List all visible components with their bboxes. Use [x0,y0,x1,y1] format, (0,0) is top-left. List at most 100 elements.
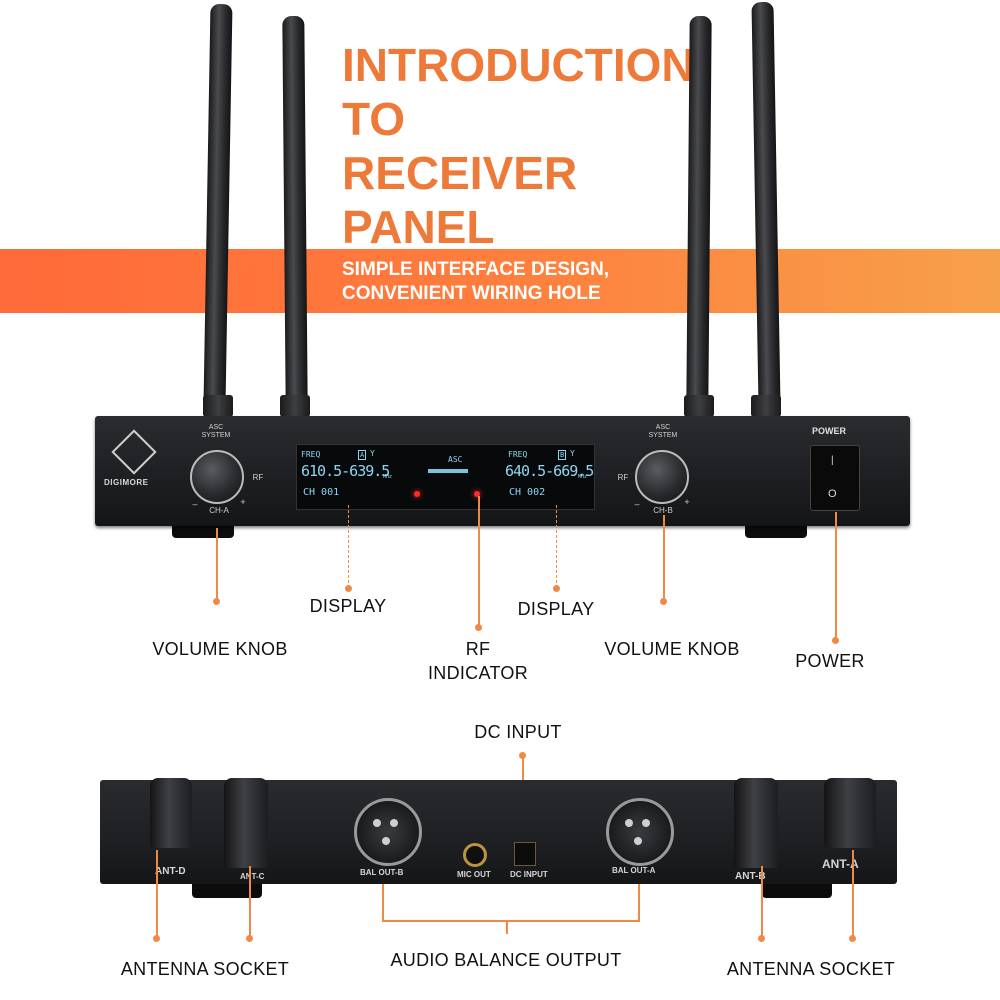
ant-a-label: ANT-A [822,857,859,871]
antenna-left-dot-2 [246,935,253,942]
knob-a-plus: + [240,497,246,507]
ant-c-label: ANT-C [240,872,265,881]
brand-name: DIGIMORE [104,478,149,487]
rf-indicator-line [478,496,480,626]
ch-b-label: CH-B [653,506,673,515]
display-a-unit: MHz [383,474,393,480]
title-line-1: INTRODUCTION [342,39,695,91]
rf-indicator-dot [475,624,482,631]
balance-line-horizontal [382,920,640,922]
antenna-right-dot-1 [758,935,765,942]
page-title: INTRODUCTION TO RECEIVER PANEL [342,38,702,254]
antenna-right-line-2 [852,850,854,936]
power-off-mark: O [828,488,837,500]
display-b-freq-label: FREQ [508,450,528,459]
dc-input-label: DC INPUT [510,870,548,879]
display-b-unit: MHz [578,474,588,480]
power-switch[interactable] [810,445,860,511]
display-right-line [556,505,557,588]
antenna-base-2 [280,395,310,417]
display-a-channel-tag: A [358,450,367,460]
antenna-base-4 [751,395,781,417]
antenna-socket-b[interactable] [734,778,778,868]
volume-left-line [216,528,218,600]
power-line [835,512,837,640]
bal-out-b-label: BAL OUT-B [360,868,404,877]
display-b-channel-tag: B [558,450,567,460]
callout-antenna-left: ANTENNA SOCKET [120,959,290,979]
xlr-output-a[interactable] [606,798,674,866]
mic-out-jack[interactable] [463,843,487,867]
antenna-right-line-1 [761,866,763,936]
power-label: POWER [812,426,847,436]
asc-label-right: ASC SYSTEM [648,424,678,439]
display-a-freq: 610.5-639.5 [301,462,390,480]
asc-label-left: ASC SYSTEM [201,424,231,439]
subtitle-line-1: SIMPLE INTERFACE DESIGN, [342,259,610,280]
xlr-pin [642,819,650,827]
display-left-dot [345,585,352,592]
callout-display-right: DISPLAY [517,599,595,619]
knob-a-minus: – [192,499,198,509]
balance-line-right [638,884,640,922]
balance-line-left [382,884,384,922]
volume-knob-a[interactable] [190,450,244,504]
ant-b-label: ANT-B [735,871,766,882]
dc-input-dot [519,752,526,759]
callout-rf-indicator: RF INDICATOR [418,637,538,685]
antenna-base-3 [684,395,714,417]
orange-band [0,249,1000,313]
display-left-line [348,505,349,588]
antenna-left-line-2 [249,866,251,936]
callout-rf-line-1: RF [465,639,491,659]
xlr-pin [382,837,390,845]
display-b-ch: CH 002 [509,487,546,498]
display-right-dot [553,585,560,592]
title-line-2: TO [342,93,406,145]
antenna-socket-d[interactable] [150,778,192,848]
title-line-4: PANEL [342,201,495,253]
antenna-socket-a[interactable] [824,778,876,848]
subtitle-line-2: CONVENIENT WIRING HOLE [342,283,601,304]
antenna-socket-c[interactable] [224,778,268,868]
rf-led-b [474,491,480,497]
callout-antenna-right: ANTENNA SOCKET [726,959,896,979]
lcd-display [296,444,595,510]
antenna-4 [751,1,781,407]
antenna-1 [203,3,233,405]
power-dot [832,637,839,644]
antenna-left-line-1 [156,850,158,936]
signal-icon: Y [370,449,375,458]
ch-a-label: CH-A [209,506,229,515]
power-on-mark: | [831,455,834,466]
antenna-base-1 [203,395,233,417]
callout-audio-balance: AUDIO BALANCE OUTPUT [390,950,622,970]
title-line-3: RECEIVER [342,147,578,199]
dc-input-jack[interactable] [514,842,536,866]
display-b-freq: 640.5-669.5 [505,462,594,480]
rf-label-left: RF [252,473,264,482]
xlr-pin [390,819,398,827]
ant-d-label: ANT-D [155,866,186,877]
antenna-left-dot-1 [153,935,160,942]
center-bar [428,469,468,473]
antenna-2 [282,15,308,407]
xlr-pin [625,819,633,827]
balance-line-center [506,920,508,934]
callout-display-left: DISPLAY [309,596,387,616]
display-a-ch: CH 001 [303,487,340,498]
rf-label-right: RF [617,473,629,482]
display-a-freq-label: FREQ [301,450,321,459]
callout-volume-right: VOLUME KNOB [604,639,740,659]
callout-volume-left: VOLUME KNOB [152,639,288,659]
rf-led-a [414,491,420,497]
volume-knob-b[interactable] [635,450,689,504]
volume-left-dot [213,598,220,605]
bal-out-a-label: BAL OUT-A [612,866,656,875]
xlr-pin [373,819,381,827]
center-asc-label: ASC [448,455,463,464]
volume-right-dot [660,598,667,605]
xlr-output-b[interactable] [354,798,422,866]
knob-b-minus: – [634,499,640,509]
callout-power: POWER [795,651,865,671]
